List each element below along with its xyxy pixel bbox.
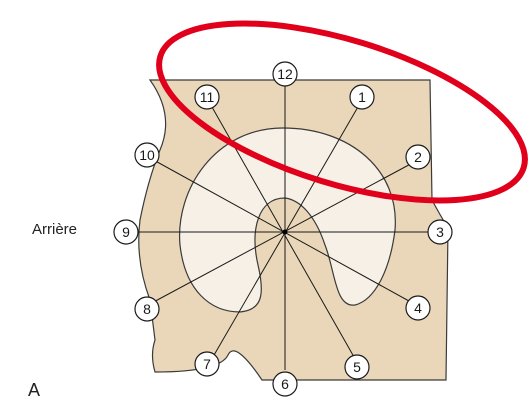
svg-text:4: 4 bbox=[414, 300, 422, 316]
svg-text:3: 3 bbox=[436, 224, 444, 240]
svg-text:1: 1 bbox=[358, 89, 366, 105]
clock-number-5: 5 bbox=[345, 355, 369, 379]
clock-number-12: 12 bbox=[273, 62, 297, 86]
clock-number-3: 3 bbox=[428, 220, 452, 244]
clock-number-9: 9 bbox=[114, 220, 138, 244]
center-point bbox=[283, 230, 288, 235]
svg-text:5: 5 bbox=[353, 359, 361, 375]
clock-number-1: 1 bbox=[350, 85, 374, 109]
clock-number-4: 4 bbox=[406, 296, 430, 320]
clock-number-8: 8 bbox=[135, 297, 159, 321]
svg-text:10: 10 bbox=[139, 147, 155, 163]
svg-text:8: 8 bbox=[143, 301, 151, 317]
svg-text:9: 9 bbox=[122, 224, 130, 240]
clock-number-7: 7 bbox=[195, 352, 219, 376]
svg-text:7: 7 bbox=[203, 356, 211, 372]
svg-text:12: 12 bbox=[277, 66, 293, 82]
svg-text:6: 6 bbox=[281, 376, 289, 392]
svg-text:2: 2 bbox=[414, 149, 422, 165]
panel-label: A bbox=[28, 380, 40, 401]
svg-text:11: 11 bbox=[200, 89, 215, 105]
clock-number-6: 6 bbox=[273, 372, 297, 396]
side-label: Arrière bbox=[32, 221, 77, 238]
clock-number-11: 11 bbox=[195, 85, 219, 109]
clock-number-2: 2 bbox=[406, 145, 430, 169]
clock-number-10: 10 bbox=[135, 143, 159, 167]
